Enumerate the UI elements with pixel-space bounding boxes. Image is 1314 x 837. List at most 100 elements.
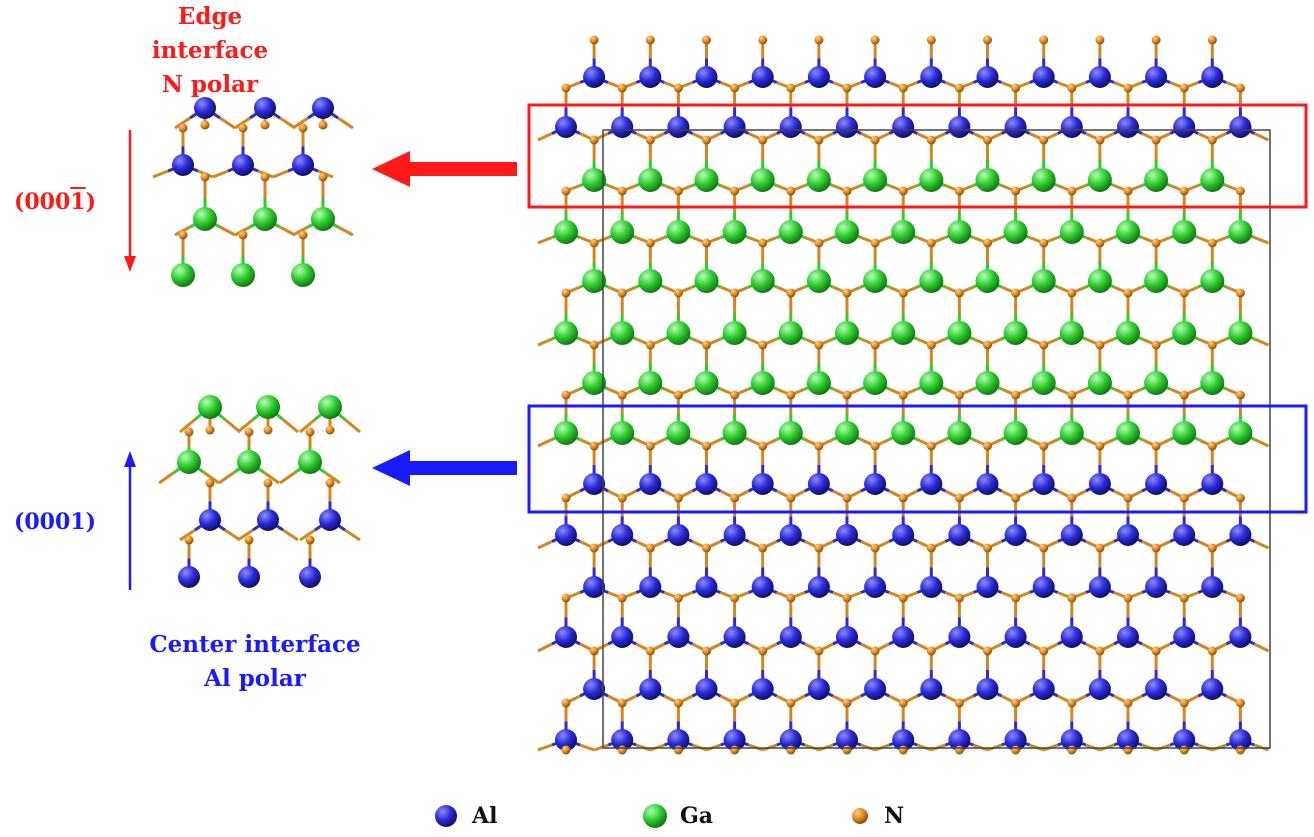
al-atom bbox=[583, 576, 606, 598]
al-atom bbox=[555, 524, 577, 546]
ga-atom bbox=[778, 220, 803, 244]
ga-atom bbox=[666, 321, 691, 345]
n-atom bbox=[673, 186, 683, 196]
bond bbox=[537, 132, 553, 142]
al-atom bbox=[1060, 626, 1083, 648]
n-atom bbox=[954, 493, 964, 503]
n-atom bbox=[561, 745, 571, 755]
n-atom bbox=[617, 593, 627, 603]
ga-atom bbox=[835, 220, 859, 244]
bond bbox=[158, 471, 175, 485]
bond bbox=[292, 116, 309, 130]
al-atom bbox=[292, 154, 314, 176]
edge-arrow-head bbox=[372, 151, 410, 187]
n-atom bbox=[645, 441, 655, 451]
bond bbox=[292, 225, 309, 237]
direction-top-prefix: (000 bbox=[13, 189, 71, 215]
ga-atom bbox=[863, 371, 888, 395]
ga-atom bbox=[582, 269, 607, 293]
bond bbox=[263, 471, 280, 485]
ga-atom bbox=[863, 269, 888, 293]
n-atom bbox=[983, 441, 992, 451]
n-atom bbox=[954, 288, 964, 298]
n-atom bbox=[298, 230, 308, 240]
direction-arrow-up-head bbox=[124, 451, 136, 467]
bond bbox=[282, 418, 299, 434]
al-atom bbox=[1004, 626, 1027, 648]
n-atom bbox=[561, 390, 571, 400]
n-atom bbox=[298, 123, 308, 133]
al-atom bbox=[751, 66, 774, 88]
ga-atom bbox=[750, 371, 775, 395]
n-atom bbox=[1179, 698, 1189, 708]
n-atom bbox=[814, 441, 824, 451]
n-atom bbox=[786, 493, 796, 503]
al-atom bbox=[1004, 116, 1027, 138]
al-atom bbox=[1173, 524, 1196, 546]
center-interface-zoom bbox=[158, 395, 361, 588]
n-atom bbox=[1151, 441, 1161, 451]
al-atom bbox=[1145, 473, 1168, 495]
bond bbox=[282, 528, 299, 542]
bond bbox=[219, 116, 236, 130]
ga-atom bbox=[554, 321, 578, 345]
bond bbox=[537, 642, 553, 653]
bond bbox=[224, 418, 241, 434]
ga-atom bbox=[1228, 421, 1253, 445]
al-atom bbox=[312, 97, 334, 119]
n-atom bbox=[1123, 593, 1133, 603]
al-atom bbox=[611, 729, 634, 751]
bond bbox=[212, 169, 229, 179]
al-atom bbox=[1032, 576, 1055, 598]
n-atom bbox=[926, 35, 936, 45]
ga-atom bbox=[1116, 220, 1140, 244]
ga-atom bbox=[947, 321, 972, 345]
legend-n-label: N bbox=[884, 803, 905, 829]
al-atom bbox=[892, 524, 915, 546]
al-atom bbox=[178, 566, 200, 588]
al-atom bbox=[1229, 729, 1252, 751]
ga-atom bbox=[638, 269, 663, 293]
al-atom bbox=[1145, 576, 1168, 598]
ga-atom bbox=[1200, 371, 1225, 395]
n-atom bbox=[260, 120, 270, 130]
ga-atom bbox=[554, 220, 578, 244]
n-atom bbox=[730, 593, 740, 603]
n-atom bbox=[730, 390, 740, 400]
n-atom bbox=[1235, 593, 1245, 603]
bond bbox=[537, 337, 553, 347]
bond bbox=[179, 528, 196, 542]
al-atom bbox=[319, 509, 341, 531]
direction-arrow-down-head bbox=[124, 256, 136, 272]
al-atom bbox=[976, 678, 999, 700]
ga-atom bbox=[253, 207, 277, 231]
ga-atom bbox=[778, 421, 803, 445]
n-atom bbox=[238, 123, 248, 133]
n-atom bbox=[561, 288, 571, 298]
bond bbox=[299, 418, 316, 434]
bond bbox=[537, 236, 553, 245]
n-atom bbox=[1235, 390, 1245, 400]
ga-atom bbox=[1144, 269, 1169, 293]
al-atom bbox=[864, 576, 887, 598]
ga-atom bbox=[975, 371, 1000, 395]
al-atom bbox=[435, 805, 457, 827]
n-atom bbox=[1179, 493, 1189, 503]
ga-atom bbox=[171, 263, 195, 287]
n-atom bbox=[673, 745, 683, 755]
al-atom bbox=[807, 576, 830, 598]
n-atom bbox=[673, 698, 683, 708]
al-atom bbox=[257, 509, 279, 531]
n-atom bbox=[814, 35, 824, 45]
ga-atom bbox=[643, 804, 667, 828]
bond bbox=[219, 225, 236, 237]
n-atom bbox=[926, 543, 936, 553]
n-atom bbox=[983, 340, 992, 350]
n-atom bbox=[786, 745, 796, 755]
n-atom bbox=[1151, 135, 1161, 145]
ga-atom bbox=[298, 450, 322, 474]
n-atom bbox=[758, 135, 768, 145]
bond bbox=[234, 116, 251, 130]
bond bbox=[337, 116, 354, 130]
